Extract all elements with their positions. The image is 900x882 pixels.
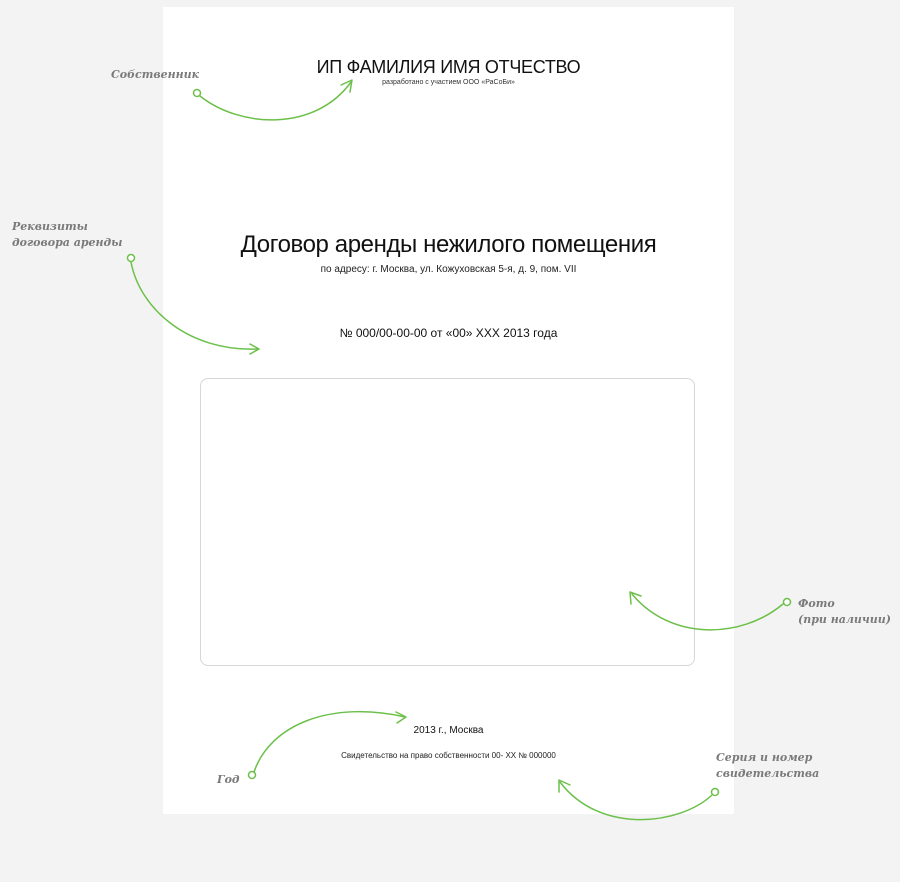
contract-details-annotation: Реквизиты договора аренды — [12, 219, 122, 251]
year-annotation: Год — [217, 772, 240, 788]
owner-annotation-text: Собственник — [111, 68, 200, 81]
contract-number: № 000/00-00-00 от «00» ХХХ 2013 года — [339, 326, 558, 340]
photo-placeholder — [200, 378, 695, 666]
photo-annotation: Фото (при наличии) — [798, 596, 891, 628]
series-number-annotation: Серия и номер свидетельства — [716, 750, 819, 782]
owner-name: ИП ФАМИЛИЯ ИМЯ ОТЧЕСТВО — [316, 57, 581, 77]
document-title: Договор аренды нежилого помещения — [240, 231, 657, 258]
developer-note: разработано с участием ООО «РаСоБи» — [382, 79, 515, 86]
year-city: 2013 г., Москва — [413, 725, 484, 736]
series-number-line-1: Серия и номер — [716, 751, 813, 764]
photo-annotation-line-1: Фото — [798, 597, 835, 610]
document-address: по адресу: г. Москва, ул. Кожуховская 5-… — [320, 264, 577, 275]
year-annotation-text: Год — [217, 773, 240, 786]
series-number-line-2: свидетельства — [716, 767, 820, 780]
ownership-certificate: Свидетельство на право собственности 00-… — [341, 751, 556, 760]
contract-details-line-2: договора аренды — [12, 236, 123, 249]
contract-details-line-1: Реквизиты — [12, 220, 88, 233]
document-page: ИП ФАМИЛИЯ ИМЯ ОТЧЕСТВО разработано с уч… — [163, 7, 734, 814]
photo-annotation-line-2: (при наличии) — [798, 613, 891, 626]
owner-annotation: Собственник — [111, 67, 199, 83]
